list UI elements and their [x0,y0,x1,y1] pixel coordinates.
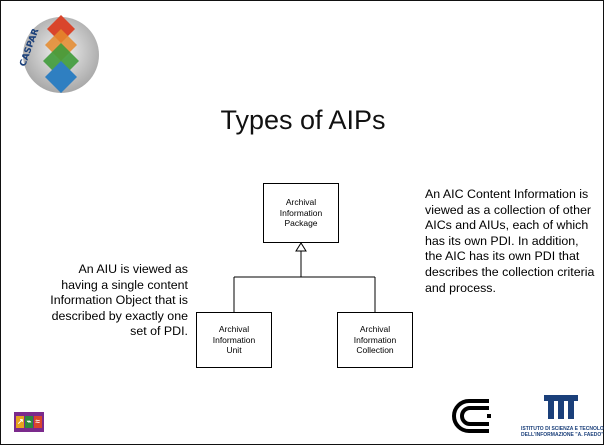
logo-glyph: ≈ [33,416,42,428]
isti-emblem [544,395,578,419]
box-line: Information [212,334,256,345]
box-line: Archival [359,324,391,335]
cnr-logo [449,395,495,437]
isti-caption-line1: ISTITUTO DI SCIENZA E TECNOLOGIE [521,426,604,432]
box-line: Unit [226,345,242,356]
isti-logo: ISTITUTO DI SCIENZA E TECNOLOGIE DELL'IN… [521,391,604,441]
archival-information-collection-box: Archival Information Collection [337,312,413,368]
partner-logo: ↗ ⌁ ≈ [14,412,44,432]
box-line: Information [279,207,323,218]
isti-caption-line2: DELL'INFORMAZIONE "A. FAEDO" [521,432,604,438]
box-line: Collection [356,345,394,356]
archival-information-package-box: Archival Information Package [263,183,339,243]
logo-glyph: ⌁ [24,416,33,428]
box-line: Package [284,218,318,229]
box-line: Archival [218,324,250,335]
archival-information-unit-box: Archival Information Unit [196,312,272,368]
caspar-logo: CASPAR [11,7,103,99]
aic-description: An AIC Content Information is viewed as … [425,187,595,295]
logo-glyph: ↗ [16,416,25,428]
slide-title: Types of AIPs [220,105,386,135]
box-line: Archival [285,197,317,208]
box-line: Information [353,334,397,345]
aiu-description: An AIU is viewed as having a single cont… [50,262,188,339]
